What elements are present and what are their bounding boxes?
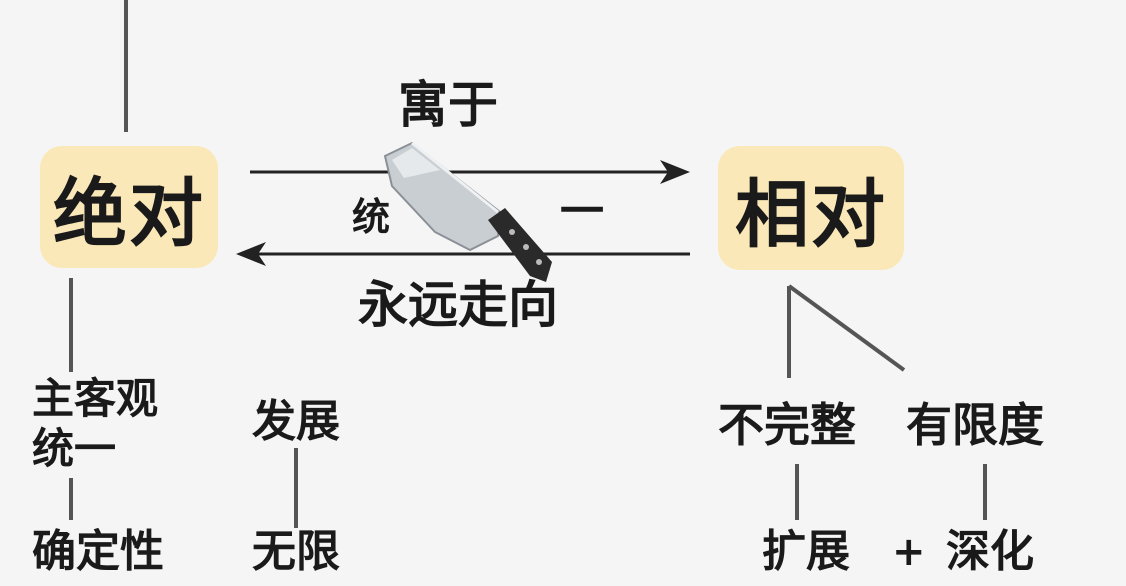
absolute-label: 绝对 (53, 170, 205, 257)
absolute-box: 绝对 (40, 146, 218, 268)
left-branch-leaf: 确定性 (32, 526, 164, 577)
relative-diagonal-line (787, 284, 906, 372)
left-branch-line1: 主客观 (32, 374, 159, 423)
mid-branch-top: 发展 (252, 396, 340, 447)
right-branch-plus: + (892, 529, 926, 575)
relative-box: 相对 (718, 146, 904, 270)
right-branch-item1: 不完整 (718, 398, 856, 452)
top-arrow-label: 寓于 (398, 76, 498, 134)
mid-branch-leaf: 无限 (252, 526, 340, 577)
right-branch-leaf2: 深化 (946, 526, 1034, 577)
relative-label: 相对 (735, 171, 887, 258)
cleaver-knife-icon (383, 141, 552, 282)
right-branch-item2: 有限度 (906, 398, 1044, 452)
unity-right-char: 一 (560, 186, 604, 237)
top-arrowhead (660, 160, 690, 184)
left-branch-line2: 统一 (32, 424, 117, 473)
right-branch-leaf1: 扩展 (762, 526, 850, 577)
unity-left-char: 统 (352, 195, 391, 239)
bottom-arrow-label: 永远走向 (358, 276, 558, 334)
bottom-arrowhead (236, 242, 266, 266)
